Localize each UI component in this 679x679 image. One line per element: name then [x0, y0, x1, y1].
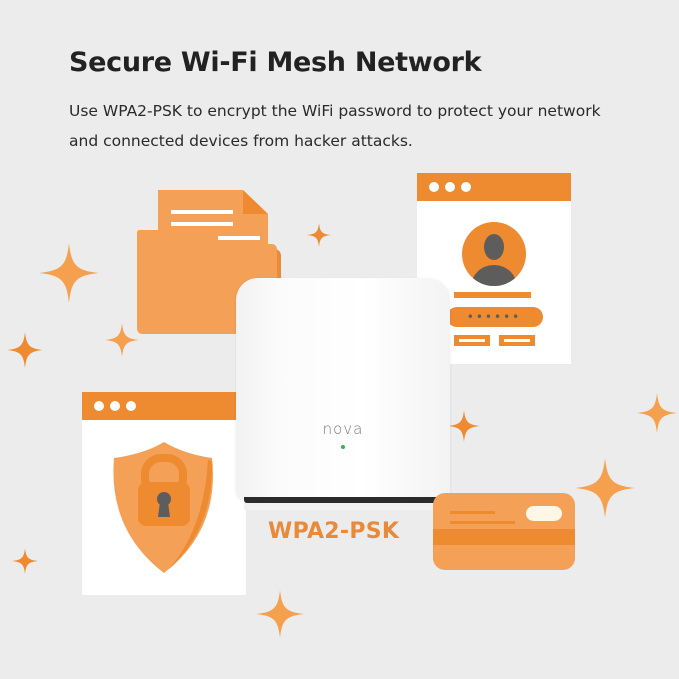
card-line [450, 511, 495, 514]
status-led-icon [341, 445, 345, 449]
window-dot-icon [110, 401, 120, 411]
window-title-bar [82, 392, 246, 420]
card-chip [526, 506, 562, 521]
protocol-label: WPA2-PSK [268, 519, 400, 544]
window-dot-icon [429, 182, 439, 192]
window-dot-icon [94, 401, 104, 411]
window-dot-icon [445, 182, 455, 192]
window-title-bar [417, 173, 571, 201]
router-base-edge [244, 497, 444, 503]
card-stripe [433, 529, 575, 545]
mesh-router-device: nova [236, 278, 450, 498]
window-dot-icon [461, 182, 471, 192]
credit-card-icon [433, 493, 575, 570]
window-dot-icon [126, 401, 136, 411]
router-base [244, 500, 444, 510]
page-description: Use WPA2-PSK to encrypt the WiFi passwor… [69, 102, 601, 150]
password-mask: •••••• [467, 310, 521, 324]
shield-lock-icon [113, 442, 213, 573]
card-line [450, 521, 515, 524]
page-title: Secure Wi-Fi Mesh Network [69, 47, 482, 78]
login-window: •••••• [417, 173, 571, 364]
brand-logo: nova [322, 420, 364, 438]
security-window [82, 392, 246, 595]
user-avatar-icon: •••••• [447, 222, 543, 346]
